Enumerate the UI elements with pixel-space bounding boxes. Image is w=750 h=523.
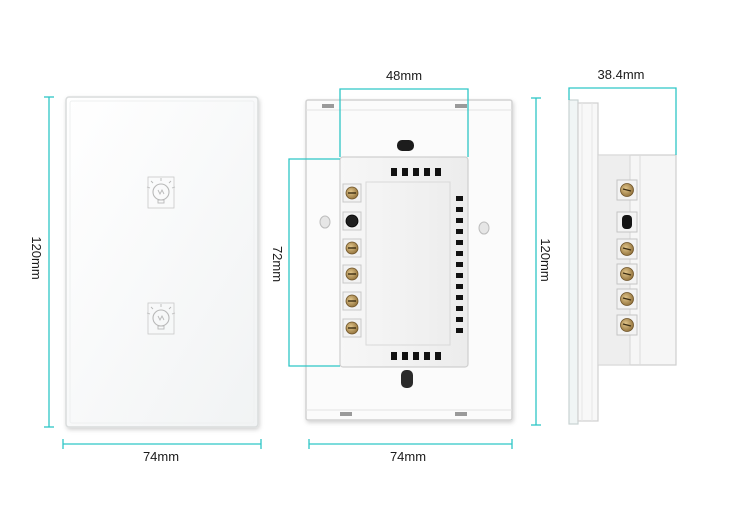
side-height-dimension xyxy=(531,97,541,426)
bulb-touch-icon[interactable] xyxy=(146,302,176,335)
screw-terminal-icon xyxy=(342,318,362,338)
back-terminal-column xyxy=(342,183,362,338)
side-view: 38.4mm 120mm xyxy=(531,67,677,426)
module-width-label: 48mm xyxy=(386,68,422,83)
front-height-dimension xyxy=(44,96,54,428)
vent-slots-top xyxy=(391,168,441,176)
screw-terminal-icon xyxy=(342,264,362,284)
screw-terminal-icon xyxy=(616,314,638,336)
side-glass-edge xyxy=(568,99,579,425)
screw-terminal-icon xyxy=(616,238,638,260)
front-glass-panel xyxy=(65,96,259,428)
front-width-label: 74mm xyxy=(143,449,179,464)
screw-hole xyxy=(478,221,490,235)
mounting-clip xyxy=(322,104,467,416)
screw-terminal-icon xyxy=(616,179,638,201)
vent-slots-side xyxy=(456,196,463,333)
screw-terminal-icon xyxy=(342,291,362,311)
back-width-label: 74mm xyxy=(390,449,426,464)
front-height-label: 120mm xyxy=(29,236,44,279)
screw-terminal-icon xyxy=(616,211,638,233)
module-width-dimension xyxy=(339,88,469,157)
side-depth-dimension xyxy=(568,87,677,155)
back-width-dimension xyxy=(308,439,513,449)
screw-terminal-icon xyxy=(342,211,362,231)
screw-terminal-icon xyxy=(616,263,638,285)
back-module-label-area xyxy=(365,181,451,346)
screw-terminal-icon xyxy=(342,238,362,258)
screw-terminal-icon xyxy=(342,183,362,203)
front-glass-bevel xyxy=(69,100,255,424)
module-height-dimension xyxy=(288,158,340,367)
side-frame xyxy=(577,102,599,422)
screw-terminal-icon xyxy=(616,288,638,310)
front-view: 120mm 74mm xyxy=(29,96,262,464)
side-depth-label: 38.4mm xyxy=(598,67,645,82)
side-terminal-column xyxy=(616,179,638,336)
back-view: 48mm 72mm 74mm xyxy=(270,68,513,464)
back-module-housing xyxy=(339,156,469,368)
top-slot xyxy=(397,140,414,151)
bottom-slot xyxy=(401,370,413,388)
front-width-dimension xyxy=(62,439,262,449)
bulb-touch-icon[interactable] xyxy=(146,176,176,209)
screw-hole xyxy=(319,215,331,229)
vent-slots-bottom xyxy=(391,352,441,360)
side-height-label: 120mm xyxy=(538,238,553,281)
module-height-label: 72mm xyxy=(270,246,285,282)
